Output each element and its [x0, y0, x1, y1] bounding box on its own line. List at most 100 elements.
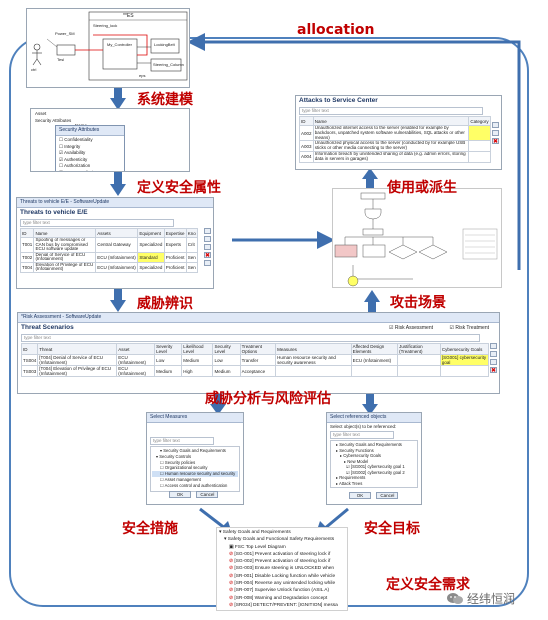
add-threat-button[interactable]	[204, 228, 211, 234]
risk-assessment-check[interactable]: ☑ Risk Assessment	[389, 325, 433, 331]
requirement-item[interactable]: ▾ Safety Goals and Functional Safety Req…	[219, 536, 345, 543]
goals-cancel-button[interactable]: Cancel	[376, 492, 399, 499]
goals-ok-button[interactable]: OK	[349, 492, 371, 499]
attribute-checkbox[interactable]: ☑	[59, 150, 65, 155]
table-cell	[468, 140, 491, 152]
edit-scenario-button[interactable]	[490, 359, 497, 365]
table-cell	[439, 365, 490, 377]
threats-col-header: Expertise	[163, 228, 187, 238]
caption-allocation: allocation	[297, 22, 375, 38]
goal-tree-item[interactable]: ▸ Security Functions	[336, 447, 374, 453]
goal-tree-item[interactable]: ▸ New Model	[344, 458, 369, 464]
measures-ok-button[interactable]: OK	[169, 491, 191, 498]
down-arrow-threats	[110, 288, 126, 312]
requirement-item[interactable]: ⊘ [SG-003] Ensure steering is UNLOCKED w…	[219, 565, 345, 572]
attribute-item[interactable]: ☐ Authorization	[59, 163, 121, 170]
goal-tree-item[interactable]: ☑ [SG001] cybersecurity goal 1	[346, 464, 405, 469]
risk-assessment-screenshot: *Risk Assessment - SoftwareUpdate Threat…	[17, 312, 500, 394]
threats-toolbar: ✖	[204, 228, 211, 268]
requirement-label: Safety Goals and Requirements	[222, 530, 291, 535]
table-cell: Specialized	[137, 237, 165, 253]
copy-threat-button[interactable]	[204, 236, 211, 242]
attributes-panel-label: Asset	[35, 111, 47, 116]
table-cell: Unauthorized internet access to the serv…	[312, 124, 470, 142]
measure-tree-item[interactable]: ▾ Security Goals and Requirements	[160, 448, 226, 453]
attribute-item[interactable]: ☐ Confidentiality	[59, 137, 121, 144]
select-measures-dialog: Select Measures type filter text ▾ Secur…	[146, 412, 244, 505]
goals-tree: ▸ Security Goals and Requirements▸ Secur…	[330, 440, 418, 488]
table-cell: Acceptance	[239, 365, 277, 377]
attribute-item[interactable]: ☐ Integrity	[59, 144, 121, 151]
requirement-item[interactable]: ⊘ [SG-001] Prevent activation of steerin…	[219, 551, 345, 558]
delete-scenario-icon[interactable]: ✖	[490, 367, 497, 374]
delete-attack-icon[interactable]: ✖	[492, 138, 499, 145]
table-row[interactable]: TS003[T004] Elevation of Privilege of EC…	[20, 365, 490, 377]
tara-filter-input[interactable]: type filter text	[21, 334, 480, 342]
attribute-checkbox[interactable]: ☑	[59, 156, 65, 162]
table-cell: Experts	[163, 237, 187, 253]
goal-tree-item[interactable]: ▸ Security Goals and Requirements	[336, 442, 402, 447]
table-cell	[397, 365, 441, 377]
requirements-tree-screenshot: ▾ Safety Goals and Requirements▾ Safety …	[216, 527, 348, 611]
requirement-item[interactable]: ▾ Safety Goals and Requirements	[219, 529, 345, 536]
tara-col-header: Security Level	[212, 343, 241, 355]
attribute-checkbox[interactable]: ☐	[59, 163, 65, 168]
edit-threat-button[interactable]	[204, 244, 211, 250]
edit-attack-button[interactable]	[492, 130, 499, 136]
add-attack-button[interactable]	[492, 122, 499, 128]
risk-assessment-tab[interactable]: *Risk Assessment - SoftwareUpdate	[18, 313, 499, 323]
requirement-item[interactable]: ⊘ [SR034] DETECT/PREVENT: [IGNITION] mes…	[219, 602, 345, 609]
measures-cancel-button[interactable]: Cancel	[196, 491, 219, 498]
copy-scenario-button[interactable]	[490, 351, 497, 357]
attribute-item[interactable]: ☑ Availability	[59, 150, 121, 157]
table-cell: T001	[19, 237, 35, 253]
measure-tree-item[interactable]: ☐ Access control and authentication	[160, 482, 228, 488]
move-threat-button[interactable]	[204, 260, 211, 266]
attribute-item[interactable]: ☑ Authenticity	[59, 157, 121, 164]
measure-tree-item[interactable]: ▾ Security Controls	[156, 453, 192, 459]
measure-tree-item[interactable]: ☐ Human resource security and security	[152, 471, 238, 477]
measures-filter-input[interactable]: type filter text	[150, 437, 214, 445]
table-cell: Low	[212, 354, 241, 366]
goal-tree-item[interactable]: ▸ Attack Trees	[336, 480, 363, 486]
add-scenario-button[interactable]	[490, 343, 497, 349]
attribute-checkbox[interactable]: ☐	[59, 169, 65, 172]
attribute-checkbox[interactable]: ☐	[59, 137, 65, 142]
measure-tree-item[interactable]: ☐ Asset management	[160, 476, 201, 482]
table-cell: ECU (Infotainment)	[116, 365, 156, 377]
requirement-item[interactable]: ⊘ [SR-004] Reverse any unintended lockin…	[219, 580, 345, 587]
measure-tree-item[interactable]: ☐ Security policies	[160, 459, 196, 465]
attribute-item[interactable]: ☐ Non-Repudiation	[59, 169, 121, 172]
requirement-item[interactable]: ▣ FSC Top Level Diagram	[219, 544, 345, 551]
requirement-item[interactable]: ⊘ [SR-007] Supervise Unlock function (AS…	[219, 587, 345, 594]
requirement-item[interactable]: ⊘ [SR-008] Warning and Degradation conce…	[219, 595, 345, 602]
caption-define-security-attributes: 定义安全属性	[137, 180, 221, 196]
down-arrow-attributes	[110, 172, 126, 196]
table-cell: Information breach by unintended sharing…	[312, 151, 470, 163]
risk-treatment-check[interactable]: ☑ Risk Treatment	[449, 325, 490, 331]
attacks-col-header: Name	[312, 116, 470, 126]
requirement-item[interactable]: ⊘ [SG-002] Prevent activation of steerin…	[219, 558, 345, 565]
model-title: **ES	[123, 13, 134, 19]
requirement-item[interactable]: ⊘ [SR-001] Disable Locking function whil…	[219, 573, 345, 580]
attacks-filter-input[interactable]: type filter text	[299, 107, 483, 115]
measure-tree-item[interactable]: ☐ Organizational security	[160, 465, 208, 471]
table-row[interactable]: TS004[T004] Denial of Service of ECU (In…	[20, 354, 490, 366]
goal-tree-item[interactable]: ▸ Cybersecurity Goals	[340, 453, 381, 458]
goal-tree-item[interactable]: ▸ Requirements	[336, 475, 366, 480]
threats-filter-input[interactable]: type filter text	[20, 219, 174, 227]
table-cell: Standard	[137, 251, 165, 263]
delete-threat-icon[interactable]: ✖	[204, 252, 211, 259]
goal-tree-item[interactable]: ☑ [SG002] cybersecurity goal 2	[346, 469, 405, 475]
table-cell: Human resource security and security awa…	[275, 354, 352, 366]
goals-filter-input[interactable]: type filter text	[330, 431, 394, 439]
attribute-checkbox[interactable]: ☐	[59, 143, 65, 149]
threats-tab[interactable]: Threats to vehicle E/E - SoftwareUpdate	[17, 198, 213, 208]
attack-tree-screenshot	[332, 188, 502, 288]
